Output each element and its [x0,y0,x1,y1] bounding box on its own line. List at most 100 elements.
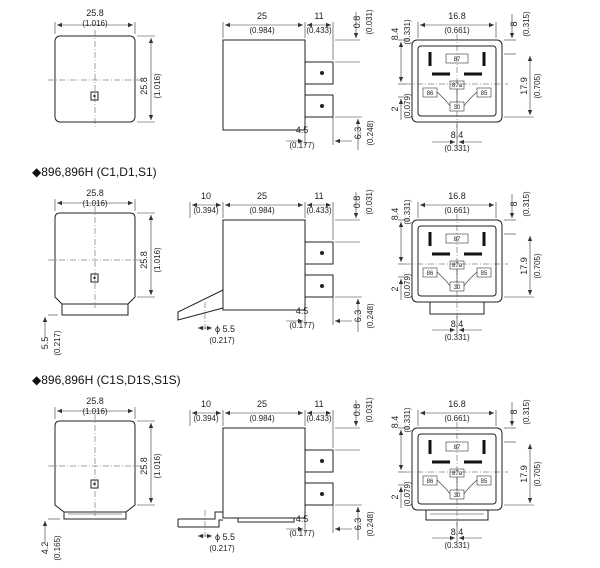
bottom-w: 16.8 [448,11,466,21]
bottom-e-in: (0.331) [444,144,470,153]
bottom-e: 8.4 [451,527,464,537]
bottom-w: 16.8 [448,399,466,409]
bottom-d-in: (0.079) [403,93,412,119]
side-length: 25 [257,11,267,21]
bottom-e-in: (0.331) [444,541,470,550]
bottom-c: 17.9 [519,257,529,275]
front-height: 25.8 [139,77,149,95]
bottom-b-in: (0.315) [522,191,531,217]
pin-87a: 87a [452,83,463,89]
bottom-e: 8.4 [451,130,464,140]
front-width: 25.8 [86,396,104,406]
side-pin: 4.5 [296,125,309,135]
side-pinlen-in: (0.248) [366,303,375,329]
front-width: 25.8 [86,188,104,198]
front-view: 25.8 (1.016) 25.8 (1.016) 5.5 (0.217) [40,188,162,356]
bottom-a: 8.4 [390,208,400,221]
bottom-a: 8.4 [390,416,400,429]
side-top-in: (0.031) [365,189,374,215]
side-flange: 10 [201,399,211,409]
bottom-d-in: (0.079) [403,273,412,299]
bottom-w-in: (0.661) [444,414,470,423]
side-view: 10 (0.394) 25 (0.984) 11 (0.433) 0.8 (0.… [177,397,375,553]
bottom-view: 87 87a 86 85 30 16.8 (0.661) 8.4 (0.331)… [390,191,542,342]
pin-30: 30 [454,285,461,291]
side-pinlen: 6.3 [353,310,363,323]
pin-85: 85 [481,271,488,277]
pin-30: 30 [454,493,461,499]
bottom-d: 2 [390,286,400,291]
section-3-title: ◆896,896H (C1S,D1S,S1S) [32,373,181,387]
pin-87: 87 [454,237,461,243]
side-pin-in: (0.177) [289,529,315,538]
side-hole: ϕ 5.5 [215,324,235,334]
bottom-b: 8 [509,201,519,206]
side-pinlen: 6.3 [353,518,363,531]
front-height-in: (1.016) [153,73,162,99]
bottom-b: 8 [509,21,519,26]
side-term-in: (0.433) [306,414,332,423]
pin-87: 87 [454,445,461,451]
side-view: 10 (0.394) 25 (0.984) 11 (0.433) 0.8 (0.… [177,189,375,345]
bottom-a-in: (0.331) [403,407,412,433]
front-view: 25.8 (1.016) 25.8 (1.016) 4.2 (0.165) [40,396,162,561]
pin-86: 86 [427,479,434,485]
side-term: 11 [314,191,323,201]
bottom-c-in: (0.705) [533,461,542,487]
side-pinlen: 6.3 [353,127,363,140]
bottom-c-in: (0.705) [533,73,542,99]
bottom-c-in: (0.705) [533,253,542,279]
pin-30: 30 [454,105,461,111]
front-width: 25.8 [86,8,104,18]
front-foot-in: (0.217) [53,330,62,356]
bottom-view: 87 87a 86 85 30 16.8 (0.661) 8.4 (0.331)… [390,11,542,153]
front-height-in: (1.016) [153,247,162,273]
bottom-d: 2 [390,494,400,499]
section-2-title: ◆896,896H (C1,D1,S1) [32,165,157,179]
bottom-d: 2 [390,106,400,111]
pin-86: 86 [427,271,434,277]
bottom-b: 8 [509,409,519,414]
side-term-in: (0.433) [306,26,332,35]
bottom-view: 87 87a 86 85 30 16.8 (0.661) 8.4 (0.331)… [390,399,542,550]
bottom-d-in: (0.079) [403,481,412,507]
pin-87a: 87a [452,471,463,477]
bottom-e: 8.4 [451,319,464,329]
bottom-w-in: (0.661) [444,206,470,215]
front-foot: 4.2 [40,542,50,555]
front-width-in: (1.016) [82,407,108,416]
bottom-a: 8.4 [390,28,400,41]
bottom-c: 17.9 [519,77,529,95]
side-pin-in: (0.177) [289,141,315,150]
side-top: 0.8 [352,196,362,209]
side-length-in: (0.984) [249,206,275,215]
side-length-in: (0.984) [249,414,275,423]
side-hole-in: (0.217) [209,336,235,345]
side-flange-in: (0.394) [193,206,219,215]
side-length: 25 [257,399,267,409]
side-top-in: (0.031) [365,9,374,35]
side-top-in: (0.031) [365,397,374,423]
front-width-in: (1.016) [82,19,108,28]
side-hole-in: (0.217) [209,544,235,553]
side-term-in: (0.433) [306,206,332,215]
front-width-in: (1.016) [82,199,108,208]
side-top: 0.8 [352,404,362,417]
side-hole: ϕ 5.5 [215,532,235,542]
section-2: 25.8 (1.016) 25.8 (1.016) 5.5 (0.217) 10… [40,188,542,356]
side-pin: 4.5 [296,514,309,524]
front-height: 25.8 [139,251,149,269]
side-flange-in: (0.394) [193,414,219,423]
section-3: 25.8 (1.016) 25.8 (1.016) 4.2 (0.165) 10… [40,396,542,561]
front-foot-in: (0.165) [53,535,62,561]
bottom-b-in: (0.315) [522,399,531,425]
side-term: 11 [314,11,323,21]
section-1: 25.8 (1.016) 25.8 (1.016) 25 (0.984) 11 … [48,8,542,153]
side-flange: 10 [201,191,211,201]
side-length-in: (0.984) [249,26,275,35]
side-term: 11 [314,399,323,409]
bottom-e-in: (0.331) [444,333,470,342]
pin-87a: 87a [452,263,463,269]
side-view: 25 (0.984) 11 (0.433) 0.8 (0.031) 4.5 (0… [222,9,375,150]
